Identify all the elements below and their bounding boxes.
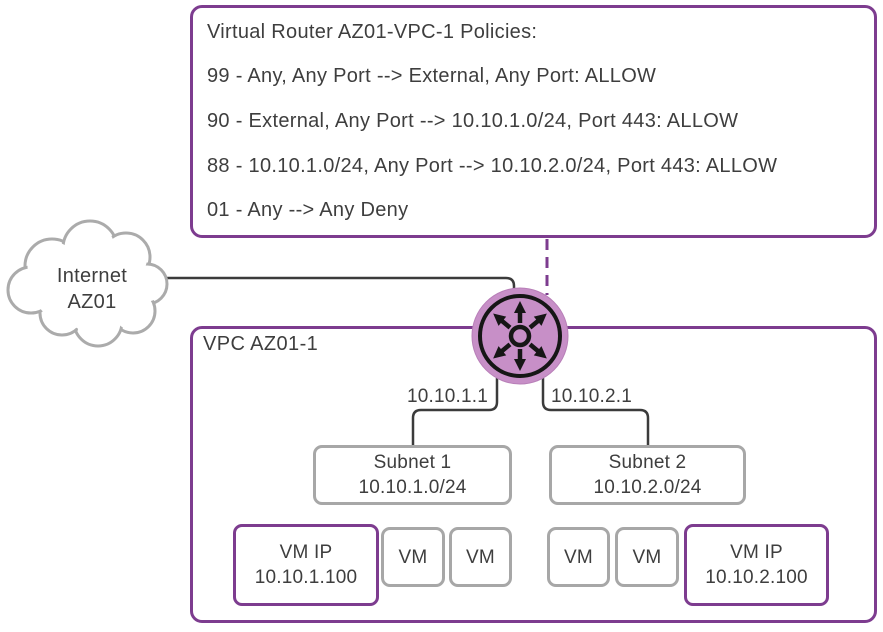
vpc-label: VPC AZ01-1	[203, 333, 319, 355]
cloud-to-router-link	[148, 276, 516, 293]
subnet1-name: Subnet 1	[373, 452, 452, 473]
vm-box: VM	[615, 527, 679, 587]
vm-label: VM	[564, 546, 593, 568]
vm-ip-address: 10.10.2.100	[705, 567, 808, 588]
vm-ip-label: VM IP	[730, 542, 783, 563]
vm-ip-box-subnet1: VM IP 10.10.1.100	[233, 524, 379, 606]
vm-label: VM	[398, 546, 428, 568]
policy-rule: 88 - 10.10.1.0/24, Any Port --> 10.10.2.…	[207, 154, 778, 177]
subnet2-cidr: 10.10.2.0/24	[593, 477, 702, 498]
vm-ip-address: 10.10.1.100	[254, 567, 358, 588]
subnet2-box: Subnet 2 10.10.2.0/24	[549, 445, 746, 505]
vm-box: VM	[381, 527, 445, 587]
subnet1-cidr: 10.10.1.0/24	[358, 477, 467, 498]
policy-rule: 01 - Any --> Any Deny	[207, 199, 409, 222]
router-icon	[471, 287, 569, 385]
cloud-label-line2: AZ01	[67, 291, 117, 313]
vm-box: VM	[449, 527, 512, 587]
vm-box: VM	[547, 527, 610, 587]
subnet2-name: Subnet 2	[608, 452, 687, 473]
policies-box: Virtual Router AZ01-VPC-1 Policies: 99 -…	[190, 5, 877, 238]
internet-cloud-label: Internet AZ01	[28, 263, 156, 315]
router-interface-ip-1: 10.10.1.1	[406, 386, 488, 407]
subnet1-box: Subnet 1 10.10.1.0/24	[313, 445, 512, 505]
vm-label: VM	[466, 546, 495, 568]
cloud-label-line1: Internet	[56, 265, 128, 287]
vm-ip-label: VM IP	[279, 542, 333, 563]
policies-title: Virtual Router AZ01-VPC-1 Policies:	[207, 20, 538, 43]
vm-ip-box-subnet2: VM IP 10.10.2.100	[684, 524, 829, 606]
router-interface-ip-2: 10.10.2.1	[551, 386, 633, 407]
policy-rule: 90 - External, Any Port --> 10.10.1.0/24…	[207, 109, 739, 132]
policy-rule: 99 - Any, Any Port --> External, Any Por…	[207, 65, 657, 88]
vm-label: VM	[632, 546, 662, 568]
